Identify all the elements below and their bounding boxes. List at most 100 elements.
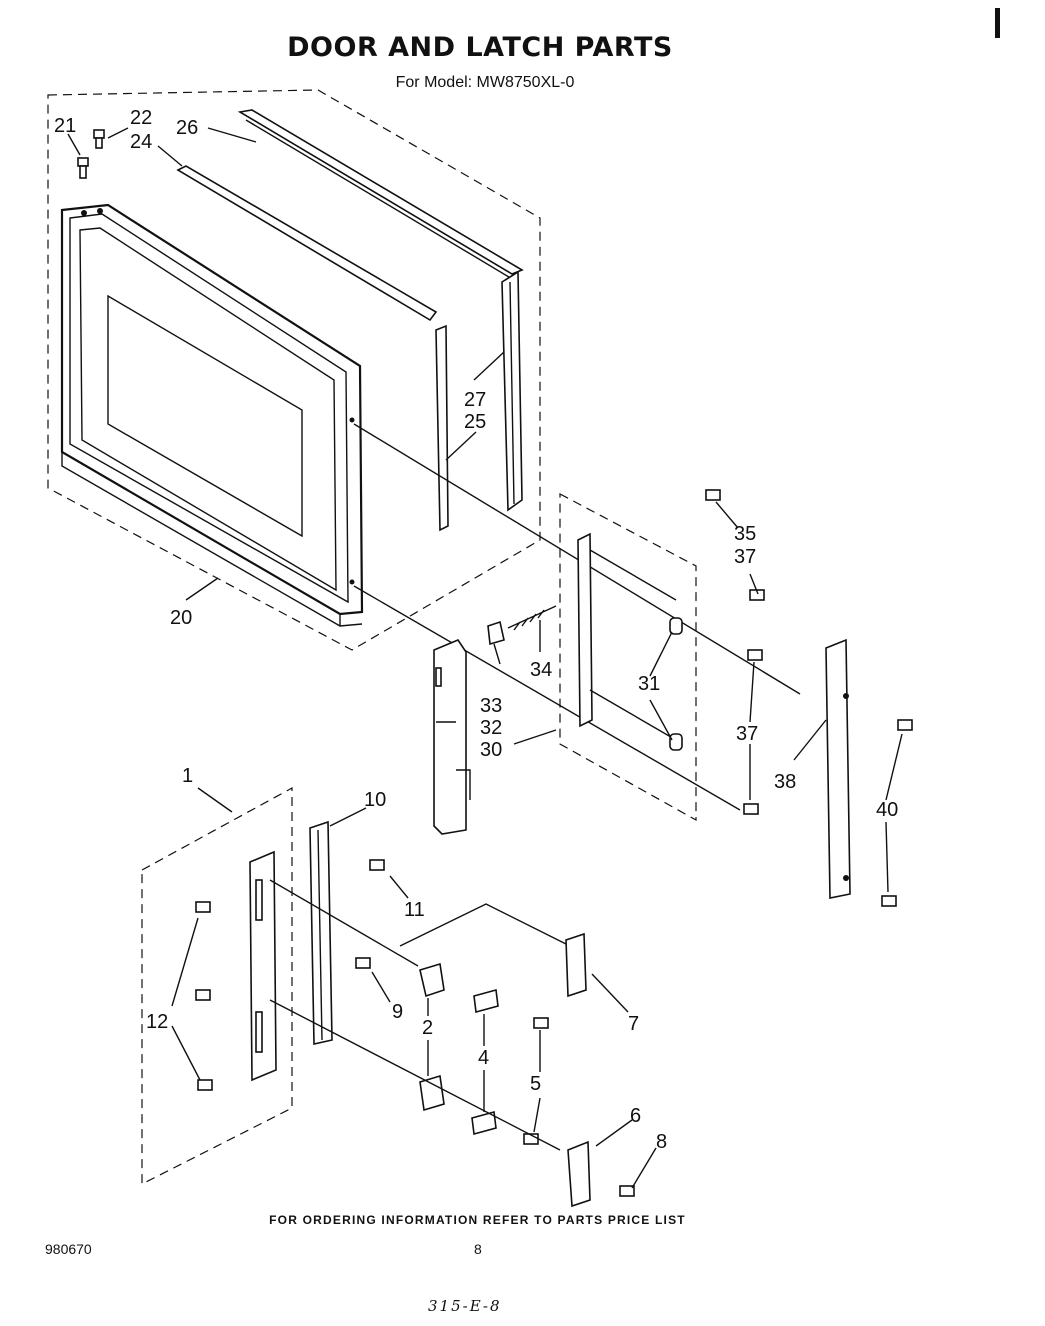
callout-7: 7 bbox=[628, 1013, 639, 1035]
leader-21 bbox=[67, 133, 81, 156]
actuator-part-2-lower bbox=[419, 1074, 445, 1112]
callout-6: 6 bbox=[630, 1105, 641, 1127]
spring-part-31-upper bbox=[669, 617, 683, 635]
callout-32: 32 bbox=[480, 717, 502, 739]
screw-part-37-middle bbox=[747, 649, 763, 661]
leader-8 bbox=[631, 1147, 657, 1189]
latch-plate-part-30 bbox=[577, 532, 677, 741]
leader-22 bbox=[107, 127, 129, 139]
leader-33 bbox=[493, 643, 501, 665]
door-handle-part-32 bbox=[433, 639, 471, 835]
callout-27: 27 bbox=[464, 389, 486, 411]
holder-part-4-lower bbox=[471, 1110, 497, 1136]
callout-9: 9 bbox=[392, 1001, 403, 1023]
leader-6 bbox=[595, 1119, 633, 1147]
callout-1: 1 bbox=[182, 765, 193, 787]
leader-25 bbox=[445, 431, 477, 461]
leader-5 bbox=[533, 1030, 541, 1133]
spring-part-34 bbox=[507, 605, 557, 631]
leader-40 bbox=[885, 733, 903, 893]
callout-37: 37 bbox=[736, 723, 758, 745]
actuator-part-2-upper bbox=[419, 962, 445, 998]
leader-11 bbox=[389, 875, 409, 899]
callout-37-top: 37 bbox=[734, 546, 756, 568]
callout-25: 25 bbox=[464, 411, 486, 433]
leader-20 bbox=[185, 577, 219, 601]
interlock-assembly-boundary bbox=[141, 786, 293, 1185]
callout-2-upper: 2 bbox=[422, 1017, 433, 1039]
leader-1 bbox=[197, 787, 233, 813]
screw-part-11 bbox=[369, 859, 385, 871]
screw-part-35 bbox=[705, 489, 721, 501]
leader-38 bbox=[793, 719, 827, 761]
leader-26 bbox=[207, 127, 257, 143]
document-number: 980670 bbox=[45, 1241, 92, 1257]
callout-10: 10 bbox=[364, 789, 386, 811]
leader-31-lower bbox=[649, 699, 673, 741]
interlock-switch-part-6 bbox=[567, 1140, 591, 1208]
leader-37-top bbox=[749, 573, 759, 595]
leader-24 bbox=[157, 145, 183, 167]
callout-33: 33 bbox=[480, 695, 502, 717]
screw-part-40-upper bbox=[897, 719, 913, 731]
latch-cover-part-38 bbox=[825, 638, 851, 899]
screw-part-12-top bbox=[195, 901, 211, 913]
callout-38: 38 bbox=[774, 771, 796, 793]
callout-4: 4 bbox=[478, 1047, 489, 1069]
latch-block-part-33 bbox=[487, 620, 505, 646]
latch-assembly-boundary bbox=[559, 493, 697, 822]
leader-37 bbox=[749, 661, 755, 800]
ordering-info-note: FOR ORDERING INFORMATION REFER TO PARTS … bbox=[269, 1213, 686, 1227]
callout-5: 5 bbox=[530, 1073, 541, 1095]
leader-27 bbox=[473, 351, 505, 381]
door-frame-part-20 bbox=[60, 203, 364, 627]
screw-part-12-middle bbox=[195, 989, 211, 1001]
handwritten-note: 315-E-8 bbox=[428, 1297, 502, 1315]
retainer-part-10 bbox=[309, 820, 333, 1045]
callout-21: 21 bbox=[54, 115, 76, 137]
screw-part-40-lower bbox=[881, 895, 897, 907]
side-trim-part-27 bbox=[501, 270, 523, 512]
callout-11: 11 bbox=[404, 899, 425, 921]
leader-12 bbox=[171, 917, 201, 1081]
model-subtitle: For Model: MW8750XL-0 bbox=[395, 74, 575, 91]
leader-30 bbox=[513, 729, 557, 745]
screw-part-9 bbox=[355, 957, 371, 969]
callout-12: 12 bbox=[146, 1011, 168, 1033]
screw-part-5-upper bbox=[533, 1017, 549, 1029]
screw-part-22 bbox=[93, 129, 105, 149]
interlock-switch-part-7 bbox=[565, 932, 587, 998]
sight-line-lower bbox=[353, 585, 741, 811]
callout-30: 30 bbox=[480, 739, 502, 761]
leader-31-upper bbox=[649, 631, 673, 677]
leader-7 bbox=[591, 973, 629, 1013]
top-trim-part-26 bbox=[237, 109, 524, 281]
screw-part-21 bbox=[77, 157, 89, 179]
screw-part-8 bbox=[619, 1185, 635, 1197]
callout-22: 22 bbox=[130, 107, 152, 129]
screw-part-12-bottom bbox=[197, 1079, 213, 1091]
sight-line-switch-7 bbox=[399, 903, 567, 947]
callout-20: 20 bbox=[170, 607, 192, 629]
callout-35: 35 bbox=[734, 523, 756, 545]
callout-40: 40 bbox=[876, 799, 898, 821]
spring-part-31-lower bbox=[669, 733, 683, 751]
callout-31: 31 bbox=[638, 673, 660, 695]
sight-line-upper bbox=[353, 423, 801, 695]
sight-line-lower-b bbox=[269, 999, 561, 1151]
side-choke-part-25 bbox=[435, 324, 449, 532]
page-number: 8 bbox=[474, 1241, 482, 1257]
leader-35 bbox=[715, 501, 739, 529]
callout-8: 8 bbox=[656, 1131, 667, 1153]
holder-part-4-upper bbox=[473, 988, 499, 1014]
choke-strip-part-24 bbox=[176, 165, 438, 322]
sight-line-lower-a bbox=[269, 879, 419, 967]
callout-34: 34 bbox=[530, 659, 552, 681]
leader-9 bbox=[371, 971, 391, 1003]
door-assembly-boundary bbox=[47, 89, 541, 651]
screw-part-37-lower bbox=[743, 803, 759, 815]
interlock-bracket-part-1 bbox=[249, 850, 277, 1082]
leader-10 bbox=[329, 807, 367, 827]
